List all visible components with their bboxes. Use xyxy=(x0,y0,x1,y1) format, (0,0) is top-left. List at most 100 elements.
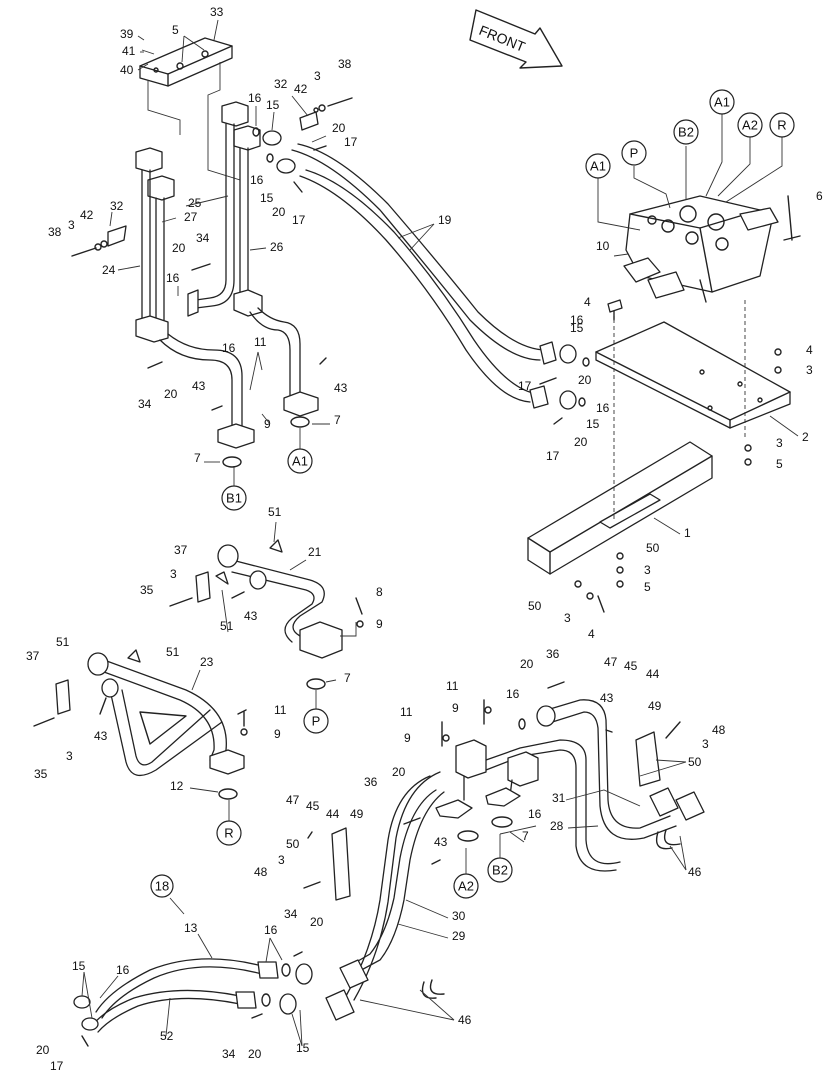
port-label-a2-valve: A2 xyxy=(742,117,758,132)
front-label: FRONT xyxy=(477,22,528,55)
callout-16-right: 16 xyxy=(596,401,610,415)
callout-4-upper: 4 xyxy=(584,295,591,309)
callout-20-center: 20 xyxy=(392,765,406,779)
callout-37-mid: 37 xyxy=(174,543,188,557)
callout-42-left: 42 xyxy=(80,208,94,222)
callout-34-left: 34 xyxy=(196,231,210,245)
callout-11-mid: 11 xyxy=(274,703,287,717)
callout-38-top: 38 xyxy=(338,57,352,71)
callout-48-center: 48 xyxy=(254,865,268,879)
callout-3-left-2: 3 xyxy=(66,749,73,763)
callout-20-lower-right: 20 xyxy=(520,657,534,671)
callout-20-right-low: 20 xyxy=(574,435,588,449)
callout-16-center: 16 xyxy=(528,807,542,821)
callout-25: 25 xyxy=(188,196,202,210)
callout-47-center: 47 xyxy=(286,793,300,807)
callout-numbers: 39 41 40 5 33 38 32 3 42 16 15 20 17 16 … xyxy=(26,5,823,1073)
callout-3-top: 3 xyxy=(314,69,321,83)
top-bracket xyxy=(139,37,241,200)
port-labels: A1 P B2 A1 A2 R A1 B1 P R A2 B2 18 xyxy=(150,89,795,899)
callout-7-a1: 7 xyxy=(334,413,341,427)
callout-27: 27 xyxy=(184,210,198,224)
callout-16-lower: 16 xyxy=(222,341,236,355)
callout-45-center: 45 xyxy=(306,799,320,813)
callout-50-center: 50 xyxy=(286,837,300,851)
callout-50-rail: 50 xyxy=(528,599,542,613)
callout-5-top: 5 xyxy=(172,23,179,37)
left-pipe-assembly xyxy=(71,101,327,449)
callout-4-right: 4 xyxy=(806,343,813,357)
callout-7-b2: 7 xyxy=(522,829,529,843)
callout-21: 21 xyxy=(308,545,322,559)
callout-20-mid: 20 xyxy=(272,205,286,219)
callout-34-bottom-2: 34 xyxy=(222,1047,236,1061)
callout-9-right-2: 9 xyxy=(404,731,411,745)
lower-hoses xyxy=(73,897,313,1047)
mount-plate xyxy=(595,299,791,440)
callout-43-lower-right: 43 xyxy=(600,691,614,705)
port-label-b2-valve: B2 xyxy=(678,124,694,139)
callout-20-right: 20 xyxy=(578,373,592,387)
callout-35-left: 35 xyxy=(34,767,48,781)
callout-43-left-2: 43 xyxy=(94,729,108,743)
callout-46-lower: 46 xyxy=(458,1013,472,1027)
callout-17-right-low: 17 xyxy=(546,449,560,463)
pipe-21-assembly xyxy=(169,539,363,659)
callout-20-lower: 20 xyxy=(164,387,178,401)
port-label-b1: B1 xyxy=(226,490,242,505)
callout-7-b1: 7 xyxy=(194,451,201,465)
callout-16-top: 16 xyxy=(248,91,262,105)
callout-40: 40 xyxy=(120,63,134,77)
pipe-23-assembly xyxy=(33,649,247,777)
callout-24: 24 xyxy=(102,263,116,277)
callout-49-center: 49 xyxy=(350,807,364,821)
callout-46-right: 46 xyxy=(688,865,702,879)
port-label-p: P xyxy=(312,713,321,728)
leader-lines xyxy=(81,19,799,1047)
port-label-r: R xyxy=(224,825,233,840)
callout-34-bottom: 34 xyxy=(284,907,298,921)
hoses-19 xyxy=(291,143,590,425)
callout-6: 6 xyxy=(816,189,823,203)
callout-3-lower-right: 3 xyxy=(702,737,709,751)
callout-51-left-2: 51 xyxy=(166,645,180,659)
callout-50-lower-right: 50 xyxy=(688,755,702,769)
callout-16-bottom: 16 xyxy=(264,923,278,937)
callout-7-p: 7 xyxy=(344,671,351,685)
callout-51-top: 51 xyxy=(268,505,282,519)
callout-3-left: 3 xyxy=(68,218,75,232)
misc-fasteners xyxy=(240,348,782,742)
callout-4-rail: 4 xyxy=(588,627,595,641)
callout-11-right: 11 xyxy=(446,679,459,693)
callout-17-right: 17 xyxy=(518,379,532,393)
callout-20-bottom: 20 xyxy=(310,915,324,929)
callout-15-top: 15 xyxy=(266,98,280,112)
callout-9-mid: 9 xyxy=(376,617,383,631)
callout-16-lower-right: 16 xyxy=(506,687,520,701)
callout-3-right-low: 3 xyxy=(776,436,783,450)
upper-fittings xyxy=(252,97,353,193)
callout-39: 39 xyxy=(120,27,134,41)
callout-44-right: 44 xyxy=(646,667,660,681)
callout-30: 30 xyxy=(452,909,466,923)
port-label-b1-valve: A1 xyxy=(590,158,606,173)
callout-44-center: 44 xyxy=(326,807,340,821)
callout-9-upper: 9 xyxy=(264,417,271,431)
callout-33: 33 xyxy=(210,5,224,19)
callout-32-top: 32 xyxy=(274,77,288,91)
callout-32-left: 32 xyxy=(110,199,124,213)
callout-26: 26 xyxy=(270,240,284,254)
callout-17-bottom-left: 17 xyxy=(50,1059,64,1073)
callout-20-bottom-2: 20 xyxy=(248,1047,262,1061)
control-valve xyxy=(623,195,801,303)
callout-17-mid: 17 xyxy=(292,213,306,227)
port-label-a2: A2 xyxy=(458,878,474,893)
callout-19: 19 xyxy=(438,213,452,227)
callout-16-bottom-left: 16 xyxy=(116,963,130,977)
callout-15-bottom: 15 xyxy=(296,1041,310,1055)
port-label-p-valve: P xyxy=(630,145,639,160)
callout-15-mid: 15 xyxy=(260,191,274,205)
callout-36-right: 36 xyxy=(546,647,560,661)
callout-5-right: 5 xyxy=(776,457,783,471)
callout-3-rail: 3 xyxy=(644,563,651,577)
